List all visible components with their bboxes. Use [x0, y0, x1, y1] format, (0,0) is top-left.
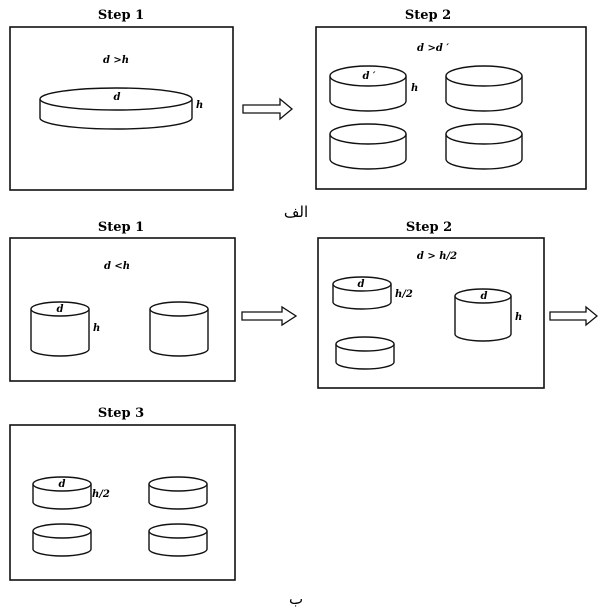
- b-step1-height-label: h: [93, 323, 100, 334]
- b-arrow-2: [549, 305, 598, 327]
- b-step3-diameter-label: d: [59, 479, 66, 490]
- b-step2-condition: d > h/2: [417, 251, 457, 262]
- b-step3-title: Step 3: [98, 406, 144, 421]
- a-step1-disc: [39, 87, 193, 130]
- b-step2-short-cylinder-1: [332, 276, 392, 310]
- a-step2-height-label: h: [411, 83, 418, 94]
- b-step2-title: Step 2: [406, 220, 452, 235]
- a-step1-condition: d >h: [103, 55, 129, 66]
- b-step3-cylinder-2: [148, 476, 208, 510]
- b-step2-short-height-label: h/2: [395, 289, 413, 300]
- b-step1-diameter-label: d: [57, 304, 64, 315]
- b-step1-title: Step 1: [98, 220, 144, 235]
- a-step1-diameter-label: d: [114, 92, 121, 103]
- b-step3-cylinder-4: [148, 523, 208, 557]
- a-caption: الف: [284, 203, 308, 221]
- b-step3-height-label: h/2: [92, 489, 110, 500]
- b-step1-cylinder-1: [30, 301, 90, 357]
- b-step2-short-cylinder-2: [335, 336, 395, 370]
- a-step1-height-label: h: [196, 100, 203, 111]
- b-step3-cylinder-1: [32, 476, 92, 510]
- a-step2-cylinder-4: [445, 123, 523, 170]
- a-arrow: [242, 97, 294, 121]
- b-step1-cylinder-2: [149, 301, 209, 357]
- a-step2-cylinder-3: [329, 123, 407, 170]
- a-step2-diameter-label: d ′: [362, 71, 375, 82]
- b-step3-cylinder-3: [32, 523, 92, 557]
- b-step2-short-diameter-label: d: [358, 279, 365, 290]
- a-step2-cylinder-1: [329, 65, 407, 112]
- b-step1-condition: d <h: [104, 261, 130, 272]
- a-step1-title: Step 1: [98, 8, 144, 23]
- b-step2-tall-cylinder: [454, 288, 512, 342]
- b-step2-tall-diameter-label: d: [481, 291, 488, 302]
- b-step2-tall-height-label: h: [515, 312, 522, 323]
- b-caption: ب: [289, 590, 303, 608]
- a-step2-title: Step 2: [405, 8, 451, 23]
- a-step2-cylinder-2: [445, 65, 523, 112]
- a-step2-condition: d >d ′: [417, 43, 449, 54]
- b-arrow-1: [241, 305, 298, 327]
